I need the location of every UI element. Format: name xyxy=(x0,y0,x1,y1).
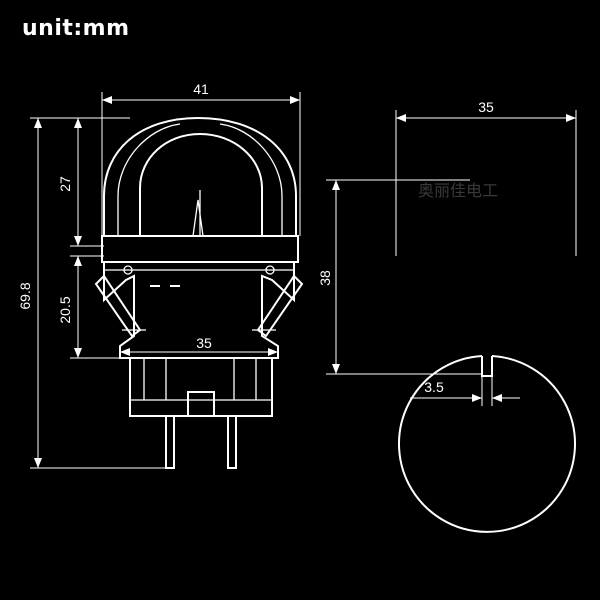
dim-lamp-height-text: 27 xyxy=(57,176,73,192)
dim-disc-diameter-text: 35 xyxy=(478,99,494,115)
dim-overall-width-text: 41 xyxy=(193,81,209,97)
rivet-right xyxy=(265,265,275,275)
terminal-block xyxy=(129,357,273,417)
snap-clip-right xyxy=(256,274,304,338)
dimension-tab-width: 3.5 xyxy=(410,376,520,406)
dim-base-width-text: 35 xyxy=(196,335,212,351)
dimension-overall-width: 41 xyxy=(101,81,301,236)
lamp-filament xyxy=(192,190,204,237)
dimension-base-height: 20.5 xyxy=(57,255,120,359)
unit-label: unit:mm xyxy=(22,16,130,41)
lamp-dome-inner xyxy=(139,132,263,236)
switch-body xyxy=(103,261,295,359)
dim-total-height-text: 69.8 xyxy=(17,282,33,309)
watermark-text: 奥丽佳电工 xyxy=(418,182,498,200)
side-view xyxy=(94,116,304,469)
front-view: 奥丽佳电工 xyxy=(398,182,576,533)
lamp-bezel xyxy=(101,235,299,263)
rivet-left xyxy=(123,265,133,275)
terminal-center-notch xyxy=(187,391,215,417)
disc-tab xyxy=(481,356,493,377)
dimension-total-height: 69.8 xyxy=(17,117,166,469)
dimension-disc-diameter: 35 xyxy=(395,99,577,256)
dimension-disc-height: 38 xyxy=(317,179,482,375)
dim-tab-width-text: 3.5 xyxy=(424,379,444,395)
dim-disc-height-text: 38 xyxy=(317,270,333,286)
lamp-dome-side-right xyxy=(219,123,283,236)
lamp-dome-outer xyxy=(103,116,297,237)
dimension-base-width: 35 xyxy=(120,335,278,356)
terminal-pin-right xyxy=(227,416,237,469)
dimension-lamp-height: 27 xyxy=(57,117,130,247)
lamp-dome-side-left xyxy=(117,123,181,236)
dim-base-height-text: 20.5 xyxy=(57,296,73,323)
terminal-pin-left xyxy=(165,416,175,469)
